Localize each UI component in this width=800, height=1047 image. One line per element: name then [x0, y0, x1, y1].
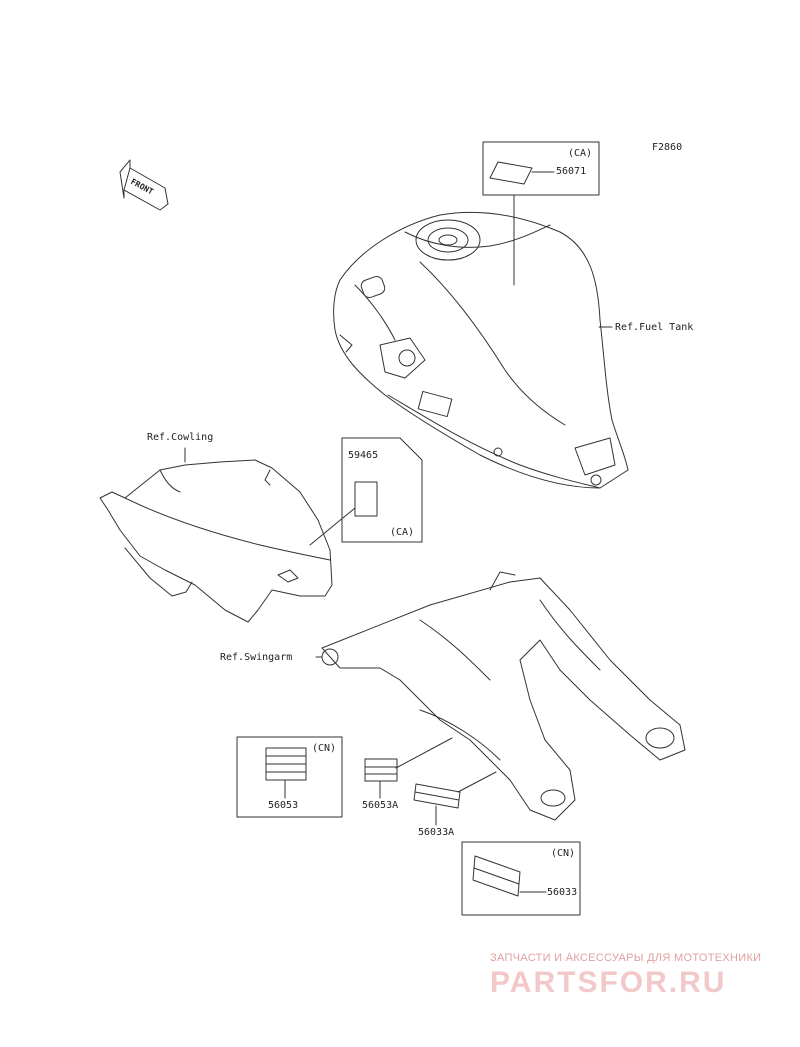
box-56071 [482, 141, 600, 286]
part-56033-number: 56033 [547, 887, 578, 898]
figure-code: F2860 [652, 142, 683, 153]
fuel-tank-drawing [333, 211, 629, 489]
box-56053 [236, 736, 343, 818]
box-56033 [461, 841, 581, 916]
decal-56053A [364, 758, 398, 799]
front-arrow-icon [119, 159, 169, 211]
part-56033A-number: 56033A [418, 827, 455, 838]
swingarm-drawing [315, 571, 686, 821]
watermark-tagline: ЗАПЧАСТИ И АКСЕССУАРЫ ДЛЯ МОТОТЕХНИКИ [490, 952, 762, 964]
part-56053-number: 56053 [268, 800, 299, 811]
ref-cowling-label: Ref.Cowling [147, 432, 214, 443]
ref-fuel-tank-label: Ref.Fuel Tank [615, 322, 694, 333]
part-56033-region: (CN) [551, 848, 576, 859]
part-59465-number: 59465 [348, 450, 379, 461]
part-56053-region: (CN) [312, 743, 337, 754]
part-56071-number: 56071 [556, 166, 587, 177]
decal-56033A [413, 783, 461, 826]
ref-swingarm-label: Ref.Swingarm [220, 652, 293, 663]
box-59465 [309, 437, 423, 546]
cowling-drawing [99, 447, 333, 623]
watermark-logo: PARTSFOR.RU [490, 966, 727, 999]
part-59465-region: (CA) [390, 527, 415, 538]
part-56053A-number: 56053A [362, 800, 399, 811]
part-56071-region: (CA) [568, 148, 593, 159]
